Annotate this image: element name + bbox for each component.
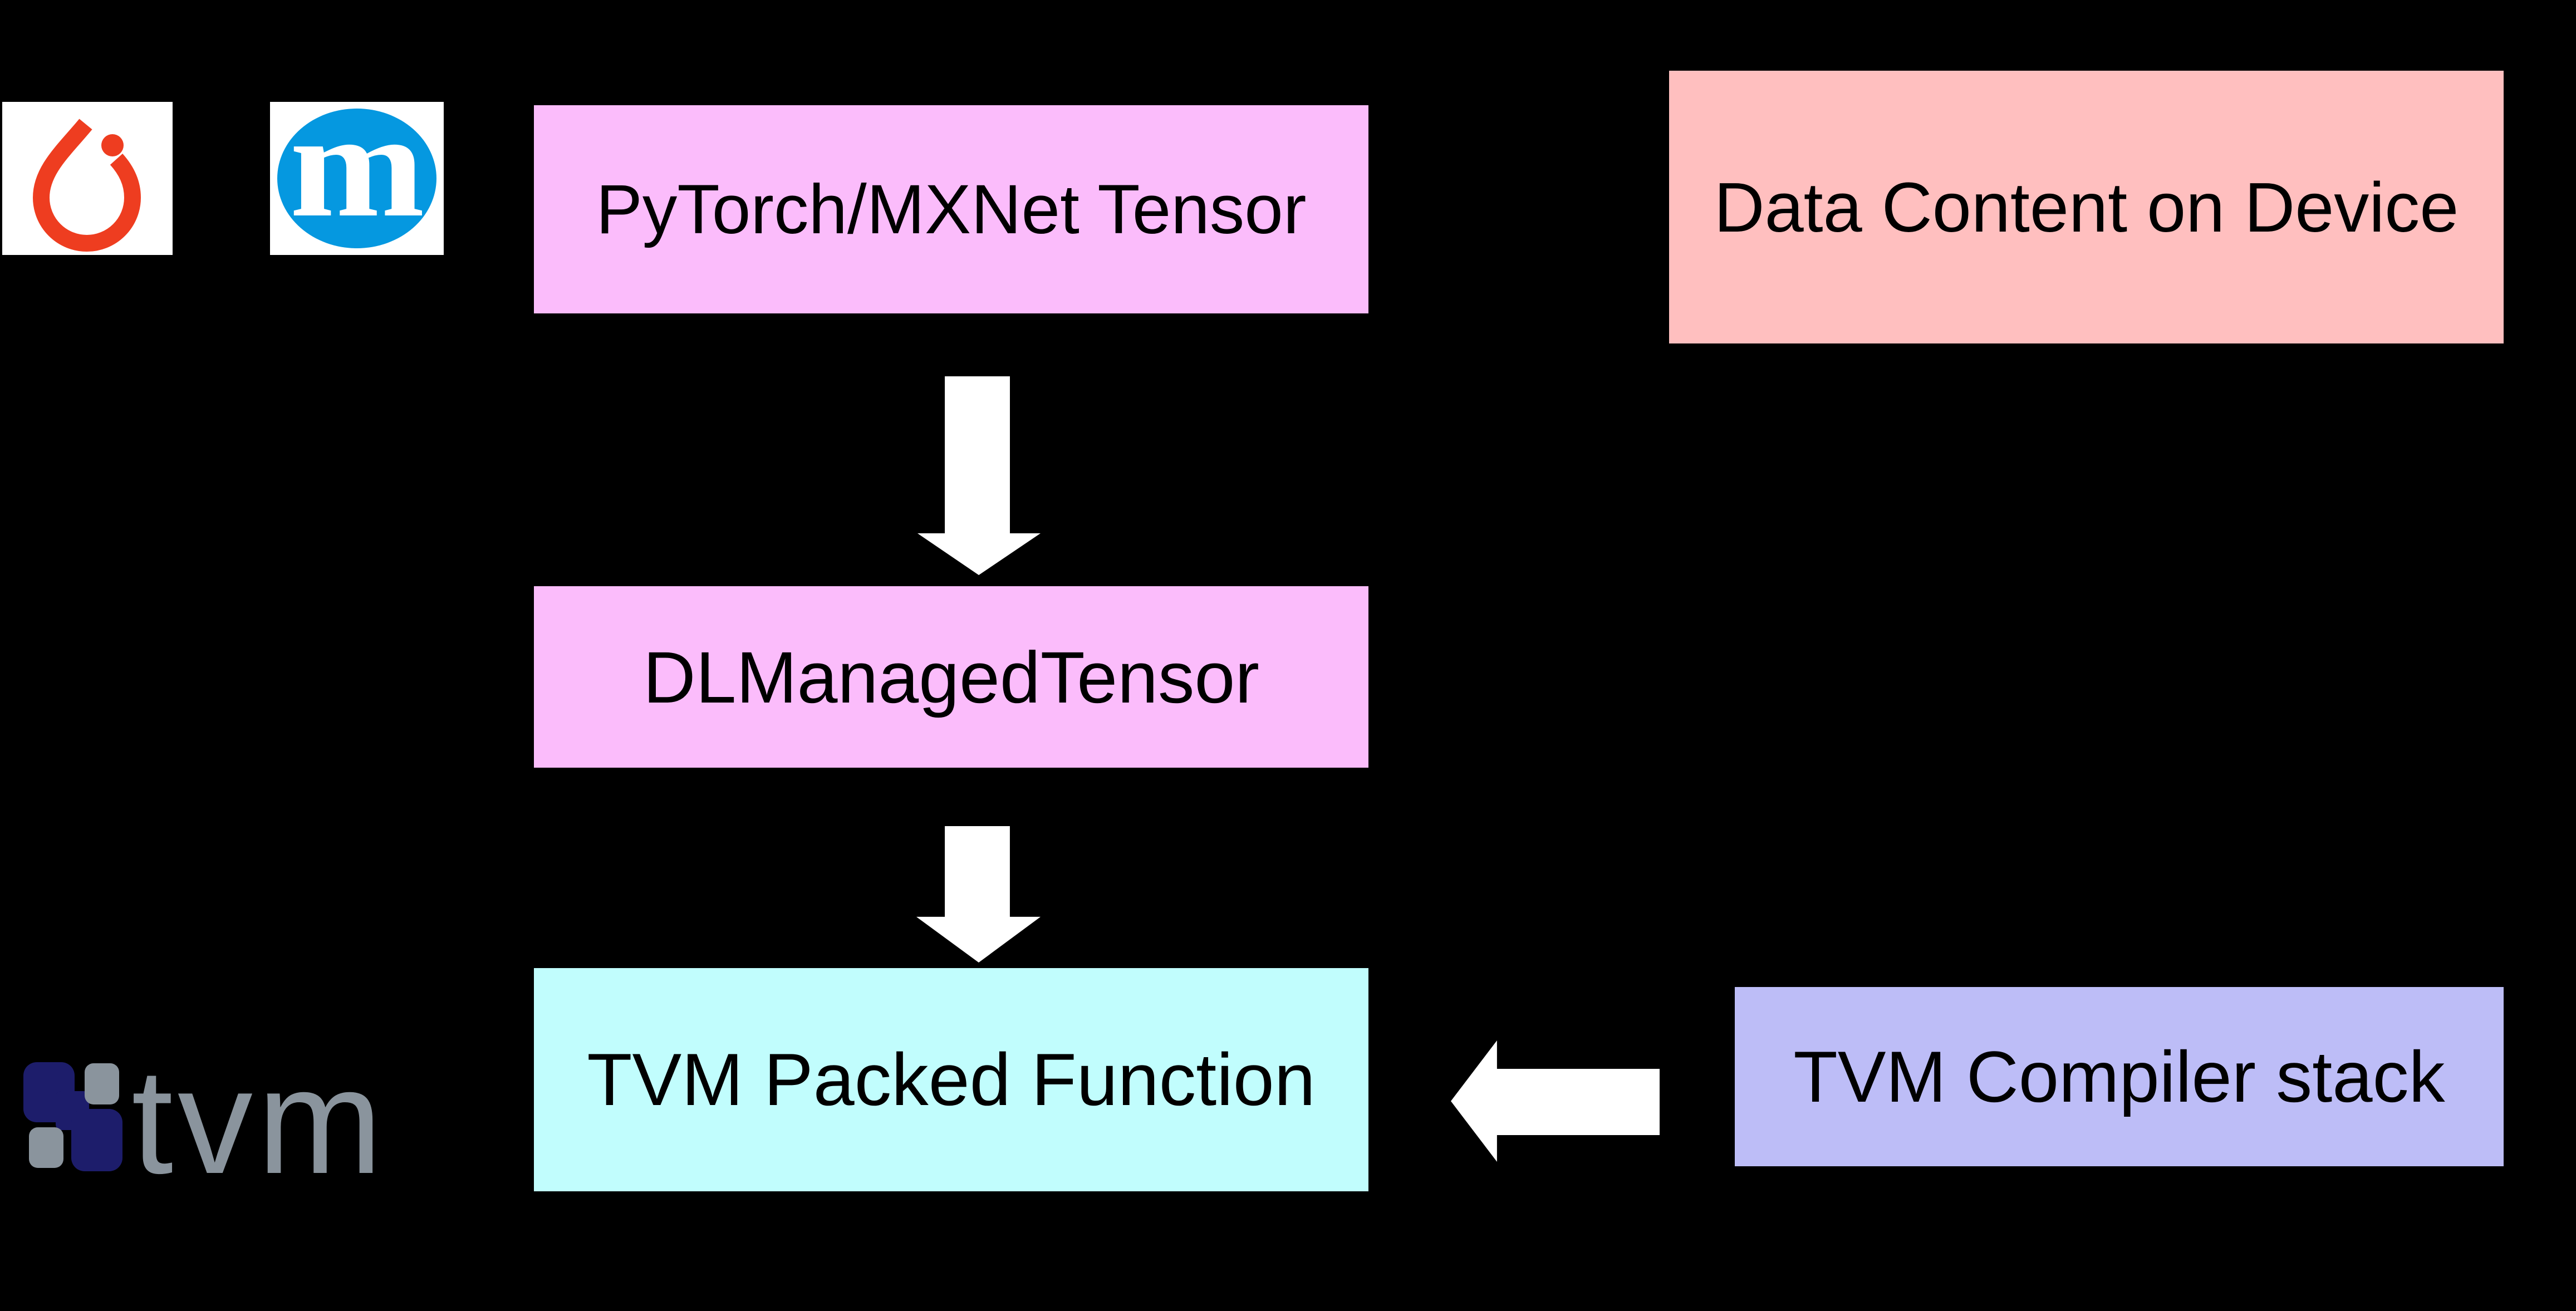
left-arrow-icon	[1451, 1040, 1660, 1162]
flow-box-label: TVM Packed Function	[587, 1038, 1316, 1121]
pytorch-logo	[2, 102, 173, 255]
mxnet-circle-icon: m	[277, 90, 436, 248]
flow-box-pytorch-mxnet-tensor: PyTorch/MXNet Tensor	[534, 105, 1368, 313]
flow-box-data-content-on-device: Data Content on Device	[1669, 71, 2504, 343]
flow-box-tvm-packed-function: TVM Packed Function	[534, 968, 1368, 1191]
flow-box-tvm-compiler-stack: TVM Compiler stack	[1735, 987, 2504, 1166]
mxnet-logo: m	[270, 90, 444, 255]
down-arrow-icon	[916, 826, 1041, 963]
mxnet-letter: m	[289, 81, 425, 248]
tvm-mark-gray-square	[85, 1063, 119, 1104]
flow-box-label: DLManagedTensor	[643, 636, 1259, 718]
pytorch-flame-icon	[32, 119, 141, 252]
tvm-mark-navy-square	[71, 1109, 122, 1171]
down-arrow-icon	[917, 376, 1041, 575]
flow-box-dlmanagedtensor: DLManagedTensor	[534, 586, 1368, 768]
flow-box-label: PyTorch/MXNet Tensor	[596, 170, 1307, 248]
flow-box-label: Data Content on Device	[1714, 168, 2459, 247]
tvm-wordmark: tvm	[131, 1038, 387, 1205]
tvm-logo: tvm	[17, 1047, 406, 1197]
tvm-mark-gray-square	[29, 1127, 63, 1168]
flow-box-label: TVM Compiler stack	[1793, 1036, 2445, 1117]
